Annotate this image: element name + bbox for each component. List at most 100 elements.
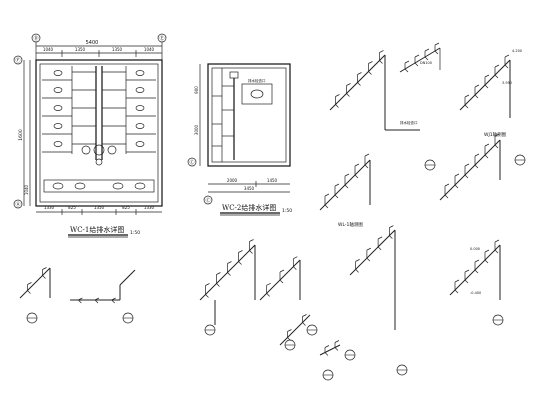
plan1-bottom-dim: 1350 xyxy=(94,205,105,210)
plan-wc1: 5400 1040 1350 1350 1040 Ⓓ Ⓔ Ⓕ Ⓐ 1600 10… xyxy=(13,33,167,238)
pipe-segment xyxy=(205,283,210,286)
pipe-segment xyxy=(216,272,221,275)
pipe-segment xyxy=(216,283,220,287)
plan2-scale: 1:50 xyxy=(282,208,292,214)
plan1-side-dim: 1040 xyxy=(24,184,29,195)
pipe-segment xyxy=(227,272,231,276)
plan1-wall-inner xyxy=(39,63,159,203)
pipe-segment xyxy=(94,299,99,304)
iso-label-dn: DN100 xyxy=(420,61,432,65)
pipe-segment xyxy=(474,259,480,263)
pipe-segment xyxy=(42,267,47,270)
pipe-segment xyxy=(354,174,359,179)
pipe-segment xyxy=(414,62,419,67)
iso-label-check: 排水检查口 xyxy=(400,120,418,125)
pipe-segment xyxy=(111,299,115,304)
pipe-segment xyxy=(287,329,292,332)
pipe-segment xyxy=(404,68,409,73)
pipe-segment xyxy=(366,257,371,262)
pipe-segment xyxy=(379,60,383,64)
pipe-segment xyxy=(346,83,351,86)
grid-bubble xyxy=(187,157,197,167)
pipe-segment xyxy=(334,347,339,351)
pipe-segment xyxy=(494,249,499,254)
pipe-segment xyxy=(494,239,500,243)
pipe-segment xyxy=(484,84,489,89)
pipe-segment xyxy=(464,174,469,179)
pipe-segment xyxy=(293,266,297,270)
plan2-bottom-dim: 2000 xyxy=(227,178,238,183)
grid-label: Ⓒ xyxy=(205,197,210,204)
pipe-segment xyxy=(454,173,460,177)
pipe-segment xyxy=(238,250,243,253)
pipe-segment xyxy=(434,50,439,55)
pipe-segment xyxy=(474,94,479,99)
pipe-segment xyxy=(357,72,362,75)
pipe-segment xyxy=(454,279,460,283)
plan2-bottom-dim: 1450 xyxy=(267,178,278,183)
pipe-segment xyxy=(111,297,116,301)
pipe-segment xyxy=(355,269,359,273)
pipe-segment xyxy=(249,250,253,254)
pipe-segment xyxy=(484,74,490,78)
pipe-segment xyxy=(377,246,382,251)
pipe-segment xyxy=(27,290,31,294)
pipe-segment xyxy=(334,340,340,343)
plan1-dim-d: 1040 xyxy=(144,47,155,52)
pipe-segment xyxy=(279,314,311,346)
pipe-segment xyxy=(19,267,51,299)
plan1-title: WC-1给排水详图 xyxy=(70,225,124,234)
pipe-segment xyxy=(464,269,470,273)
pipe-segment xyxy=(389,235,393,239)
pipe-segment xyxy=(205,294,209,298)
pipe-segment xyxy=(414,54,420,58)
plan1-bottom-dim: 1330 xyxy=(44,205,55,210)
pipe-segment xyxy=(494,144,499,149)
plan1-chase xyxy=(72,66,126,166)
pipe-segment xyxy=(504,54,510,58)
pipe-segment xyxy=(27,282,32,285)
pipe-segment xyxy=(293,256,298,259)
elev-label: 0.000 xyxy=(470,247,480,251)
pipe-segment xyxy=(464,104,469,109)
pipe-segment xyxy=(484,249,490,253)
pipe-segment xyxy=(474,153,480,157)
pipe-segment xyxy=(464,94,470,98)
pipe-segment xyxy=(266,293,270,297)
pipe-segment xyxy=(238,261,242,265)
pipe-segment xyxy=(354,163,360,167)
isometric-diagrams xyxy=(19,42,526,381)
plan1-dim-a: 1040 xyxy=(43,47,54,52)
pipe-segment xyxy=(364,164,369,169)
plan1-wall xyxy=(35,59,163,207)
pipe-segment xyxy=(119,269,136,286)
grid-bubble xyxy=(157,33,167,43)
elev-label: -0.400 xyxy=(470,291,481,295)
plan2-note: 排水检查口 xyxy=(248,78,266,83)
plan1-dim-total: 5400 xyxy=(86,40,99,46)
grid-bubble xyxy=(13,55,23,65)
pipe-segment xyxy=(464,163,470,167)
plan1-basins xyxy=(43,179,155,193)
grid-bubble xyxy=(203,195,213,205)
pipe-segment xyxy=(389,225,394,228)
pipe-segment xyxy=(302,314,307,317)
pipe-segment xyxy=(324,204,329,209)
grid-bubble xyxy=(31,33,41,43)
plan1-dim-b: 1350 xyxy=(75,47,86,52)
plan1-side-dim: 1600 xyxy=(18,129,24,141)
pipe-segment xyxy=(324,345,330,348)
pipe-segment xyxy=(42,275,46,279)
grid-label: Ⓒ xyxy=(189,159,194,166)
pipe-segment xyxy=(324,193,330,197)
pipe-segment xyxy=(377,236,383,240)
pipe-segment xyxy=(474,164,479,169)
pipe-segment xyxy=(494,64,500,68)
pipe-segment xyxy=(454,289,459,294)
pipe-segment xyxy=(434,42,440,46)
pipe-segment xyxy=(227,261,232,264)
pipe-segment xyxy=(404,60,410,64)
pipe-segment xyxy=(349,229,396,276)
pipe-segment xyxy=(319,344,341,356)
